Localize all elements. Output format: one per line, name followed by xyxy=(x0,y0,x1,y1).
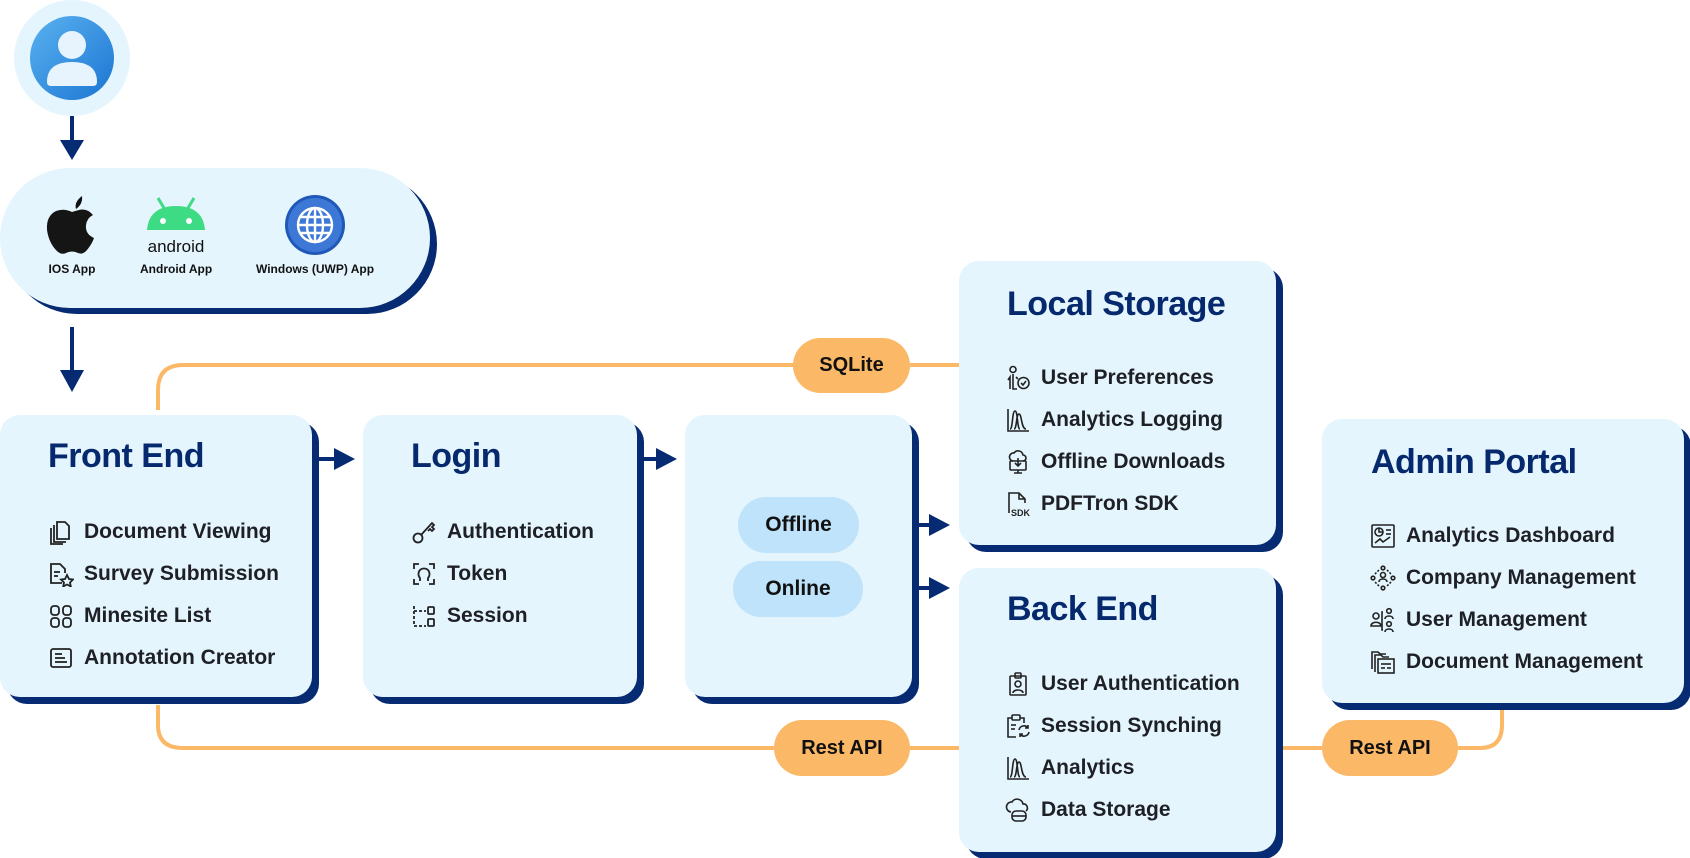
user-avatar-icon xyxy=(30,16,114,100)
cloud-storage-icon xyxy=(1005,798,1029,822)
list-item: Token xyxy=(411,560,594,588)
list-item: Data Storage xyxy=(1005,796,1240,824)
user-avatar xyxy=(14,0,130,116)
rest-api-right-connector: Rest API xyxy=(1322,720,1458,776)
local-storage-box: Local Storage User Preferences Analytics… xyxy=(959,261,1276,545)
offline-button[interactable]: Offline xyxy=(738,497,859,553)
arrow-frontend-to-login xyxy=(334,448,355,470)
analytics-chart-icon xyxy=(1007,757,1029,780)
analytics-chart-icon xyxy=(1007,409,1029,432)
android-app-label: Android App xyxy=(140,262,213,276)
connection-mode-box xyxy=(685,415,912,697)
arrow-online-to-back-end xyxy=(929,577,950,599)
grid-list-icon xyxy=(50,605,72,628)
sqlite-connector-line xyxy=(156,363,793,410)
annotation-icon xyxy=(50,648,72,668)
admin-portal-box: Admin Portal Analytics Dashboard Company… xyxy=(1322,419,1684,703)
list-item: Session xyxy=(411,602,594,630)
list-item: Document Viewing xyxy=(48,518,279,546)
back-end-title: Back End xyxy=(1007,590,1158,628)
rest-api-right-to-admin-line xyxy=(1458,710,1504,750)
arrow-user-to-apps xyxy=(60,140,84,160)
apps-panel: IOS App android Android App Windows (UWP… xyxy=(0,168,430,308)
user-check-icon xyxy=(1007,365,1030,390)
list-item: User Authentication xyxy=(1005,670,1240,698)
arrow-apps-to-frontend xyxy=(60,370,84,392)
list-item: Minesite List xyxy=(48,602,279,630)
login-title: Login xyxy=(411,437,502,475)
list-item: Company Management xyxy=(1370,564,1643,592)
survey-star-icon xyxy=(50,563,74,587)
arrow-offline-to-local-storage xyxy=(929,514,950,536)
local-storage-title: Local Storage xyxy=(1007,285,1226,323)
list-item: Document Management xyxy=(1370,648,1643,676)
ios-app[interactable]: IOS App xyxy=(44,192,100,276)
rest-api-left-line xyxy=(156,705,774,750)
face-scan-icon xyxy=(413,563,435,585)
list-item: Session Synching xyxy=(1005,712,1240,740)
list-item: Offline Downloads xyxy=(1005,448,1225,476)
online-button[interactable]: Online xyxy=(733,561,863,617)
list-item: Analytics Logging xyxy=(1005,406,1225,434)
back-end-items: User Authentication Session Synching Ana… xyxy=(1005,670,1240,824)
svg-text:SDK: SDK xyxy=(1011,508,1031,517)
session-icon xyxy=(413,606,435,627)
list-item: Authentication xyxy=(411,518,594,546)
list-item: SDK PDFTron SDK xyxy=(1005,490,1225,518)
admin-portal-title: Admin Portal xyxy=(1371,443,1577,481)
front-end-box: Front End Document Viewing Survey Submis… xyxy=(0,415,312,697)
admin-portal-items: Analytics Dashboard Company Management U… xyxy=(1370,522,1643,676)
windows-app-label: Windows (UWP) App xyxy=(256,262,375,276)
login-box: Login Authentication Token Session xyxy=(363,415,637,697)
users-icon xyxy=(1370,607,1394,633)
front-end-items: Document Viewing Survey Submission Mines… xyxy=(48,518,279,672)
clipboard-sync-icon xyxy=(1007,714,1030,738)
list-item: User Management xyxy=(1370,606,1643,634)
apple-icon xyxy=(46,196,94,254)
cloud-download-icon xyxy=(1008,450,1027,474)
back-end-box: Back End User Authentication Session Syn… xyxy=(959,568,1276,852)
local-storage-items: User Preferences Analytics Logging Offli… xyxy=(1005,364,1225,518)
front-end-title: Front End xyxy=(48,437,205,475)
login-items: Authentication Token Session xyxy=(411,518,594,630)
sqlite-connector: SQLite xyxy=(793,338,910,393)
dashboard-icon xyxy=(1371,524,1395,548)
list-item: Analytics Dashboard xyxy=(1370,522,1643,550)
list-item: User Preferences xyxy=(1005,364,1225,392)
rest-api-left-connector: Rest API xyxy=(774,720,910,776)
sdk-file-icon: SDK xyxy=(1008,492,1031,517)
android-app[interactable]: android Android App xyxy=(140,196,212,276)
list-item: Analytics xyxy=(1005,754,1240,782)
folder-docs-icon xyxy=(1371,651,1395,674)
globe-icon xyxy=(285,195,346,255)
company-network-icon xyxy=(1370,565,1396,591)
svg-text:android: android xyxy=(148,237,205,256)
ios-app-label: IOS App xyxy=(48,262,96,276)
arrow-login-to-mode xyxy=(656,448,677,470)
list-item: Survey Submission xyxy=(48,560,279,588)
id-badge-icon xyxy=(1009,672,1027,696)
documents-icon xyxy=(50,521,70,545)
key-icon xyxy=(412,521,436,544)
list-item: Annotation Creator xyxy=(48,644,279,672)
android-icon: android xyxy=(147,197,206,256)
windows-app[interactable]: Windows (UWP) App xyxy=(256,194,374,276)
